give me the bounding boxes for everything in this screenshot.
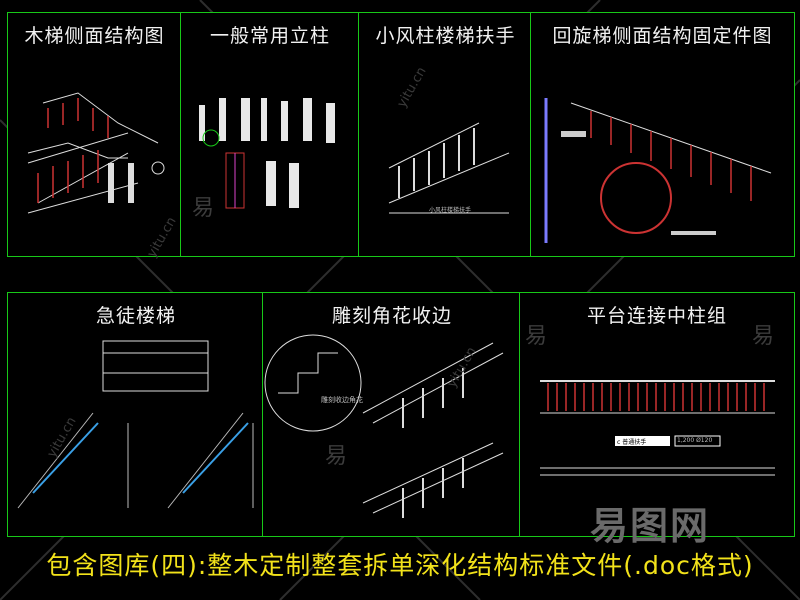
handrail-note: 小风柱楼梯扶手 [429, 207, 472, 214]
panel-carved-corner: 雕刻角花收边 雕刻收边角花 [262, 292, 522, 537]
platform-dims: 1,200 Ø120 [677, 437, 713, 444]
panel-title: 急徒楼梯 [95, 305, 176, 327]
steep-stairs-drawing [17, 340, 254, 509]
platform-sign: c 普通扶手 [617, 439, 647, 446]
carved-corner-drawing [264, 334, 504, 518]
panel-title: 木梯侧面结构图 [24, 25, 165, 47]
caption: 包含图库(四):整木定制整套拆单深化结构标准文件(.doc格式) [46, 551, 754, 580]
panel-spiral-stair: 回旋梯侧面结构固定件图 [530, 12, 795, 257]
panel-title: 平台连接中柱组 [586, 305, 727, 327]
panel-wood-stair: 木梯侧面结构图 [7, 12, 182, 257]
panel-title: 雕刻角花收边 [331, 305, 452, 327]
spiral-stair-drawing [544, 98, 772, 243]
panel-common-pillars: 一般常用立柱 [180, 12, 360, 257]
panel-title: 小风柱楼梯扶手 [375, 25, 516, 47]
platform-pillars-drawing [540, 380, 775, 476]
wood-stair-drawing [27, 92, 165, 214]
panel-title: 一般常用立柱 [209, 25, 330, 47]
handrail-drawing [388, 122, 510, 214]
panel-platform-pillars: 平台连接中柱组 c 普通扶手 1,200 Ø120 [519, 292, 795, 537]
pillars-drawing [199, 98, 335, 209]
panel-small-pillar-handrail: 小风柱楼梯扶手 小风柱楼梯扶手 [358, 12, 533, 257]
brand-watermark: 易图网 [590, 504, 711, 548]
panel-title: 回旋梯侧面结构固定件图 [552, 25, 773, 47]
panel-steep-stairs: 急徒楼梯 [7, 292, 265, 537]
carved-corner-note: 雕刻收边角花 [321, 396, 363, 404]
